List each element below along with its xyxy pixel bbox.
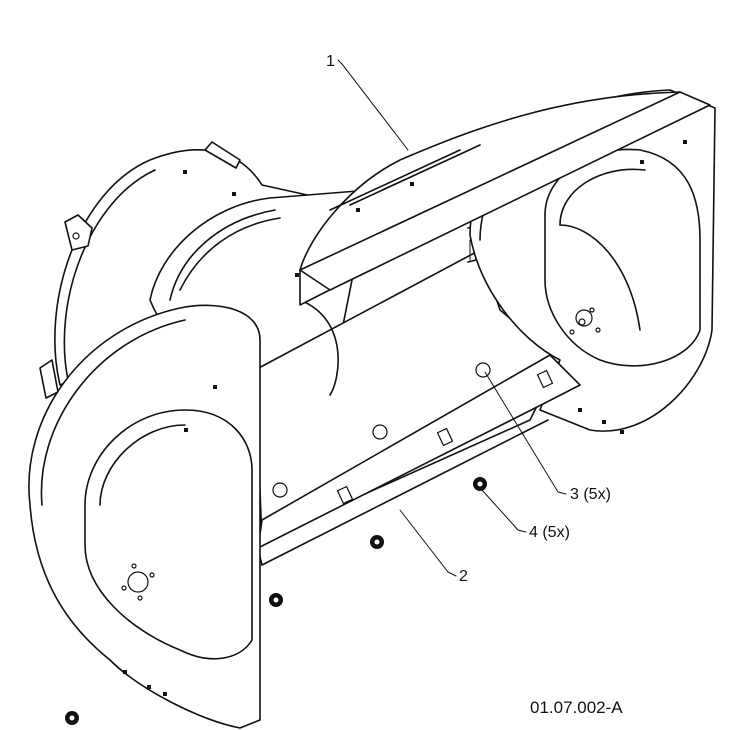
left-side-plate — [28, 304, 261, 729]
leader-lines — [337, 59, 567, 577]
callout-2: 2 — [459, 568, 468, 585]
carriage-bolts — [272, 362, 491, 498]
callout-3: 3 (5x) — [570, 486, 611, 503]
callout-4: 4 (5x) — [529, 524, 570, 541]
lock-nuts — [65, 477, 487, 725]
figure-code: 01.07.002-A — [530, 698, 623, 717]
top-beam — [295, 91, 711, 306]
scraper-bar — [257, 354, 581, 566]
callout-1: 1 — [326, 53, 335, 70]
